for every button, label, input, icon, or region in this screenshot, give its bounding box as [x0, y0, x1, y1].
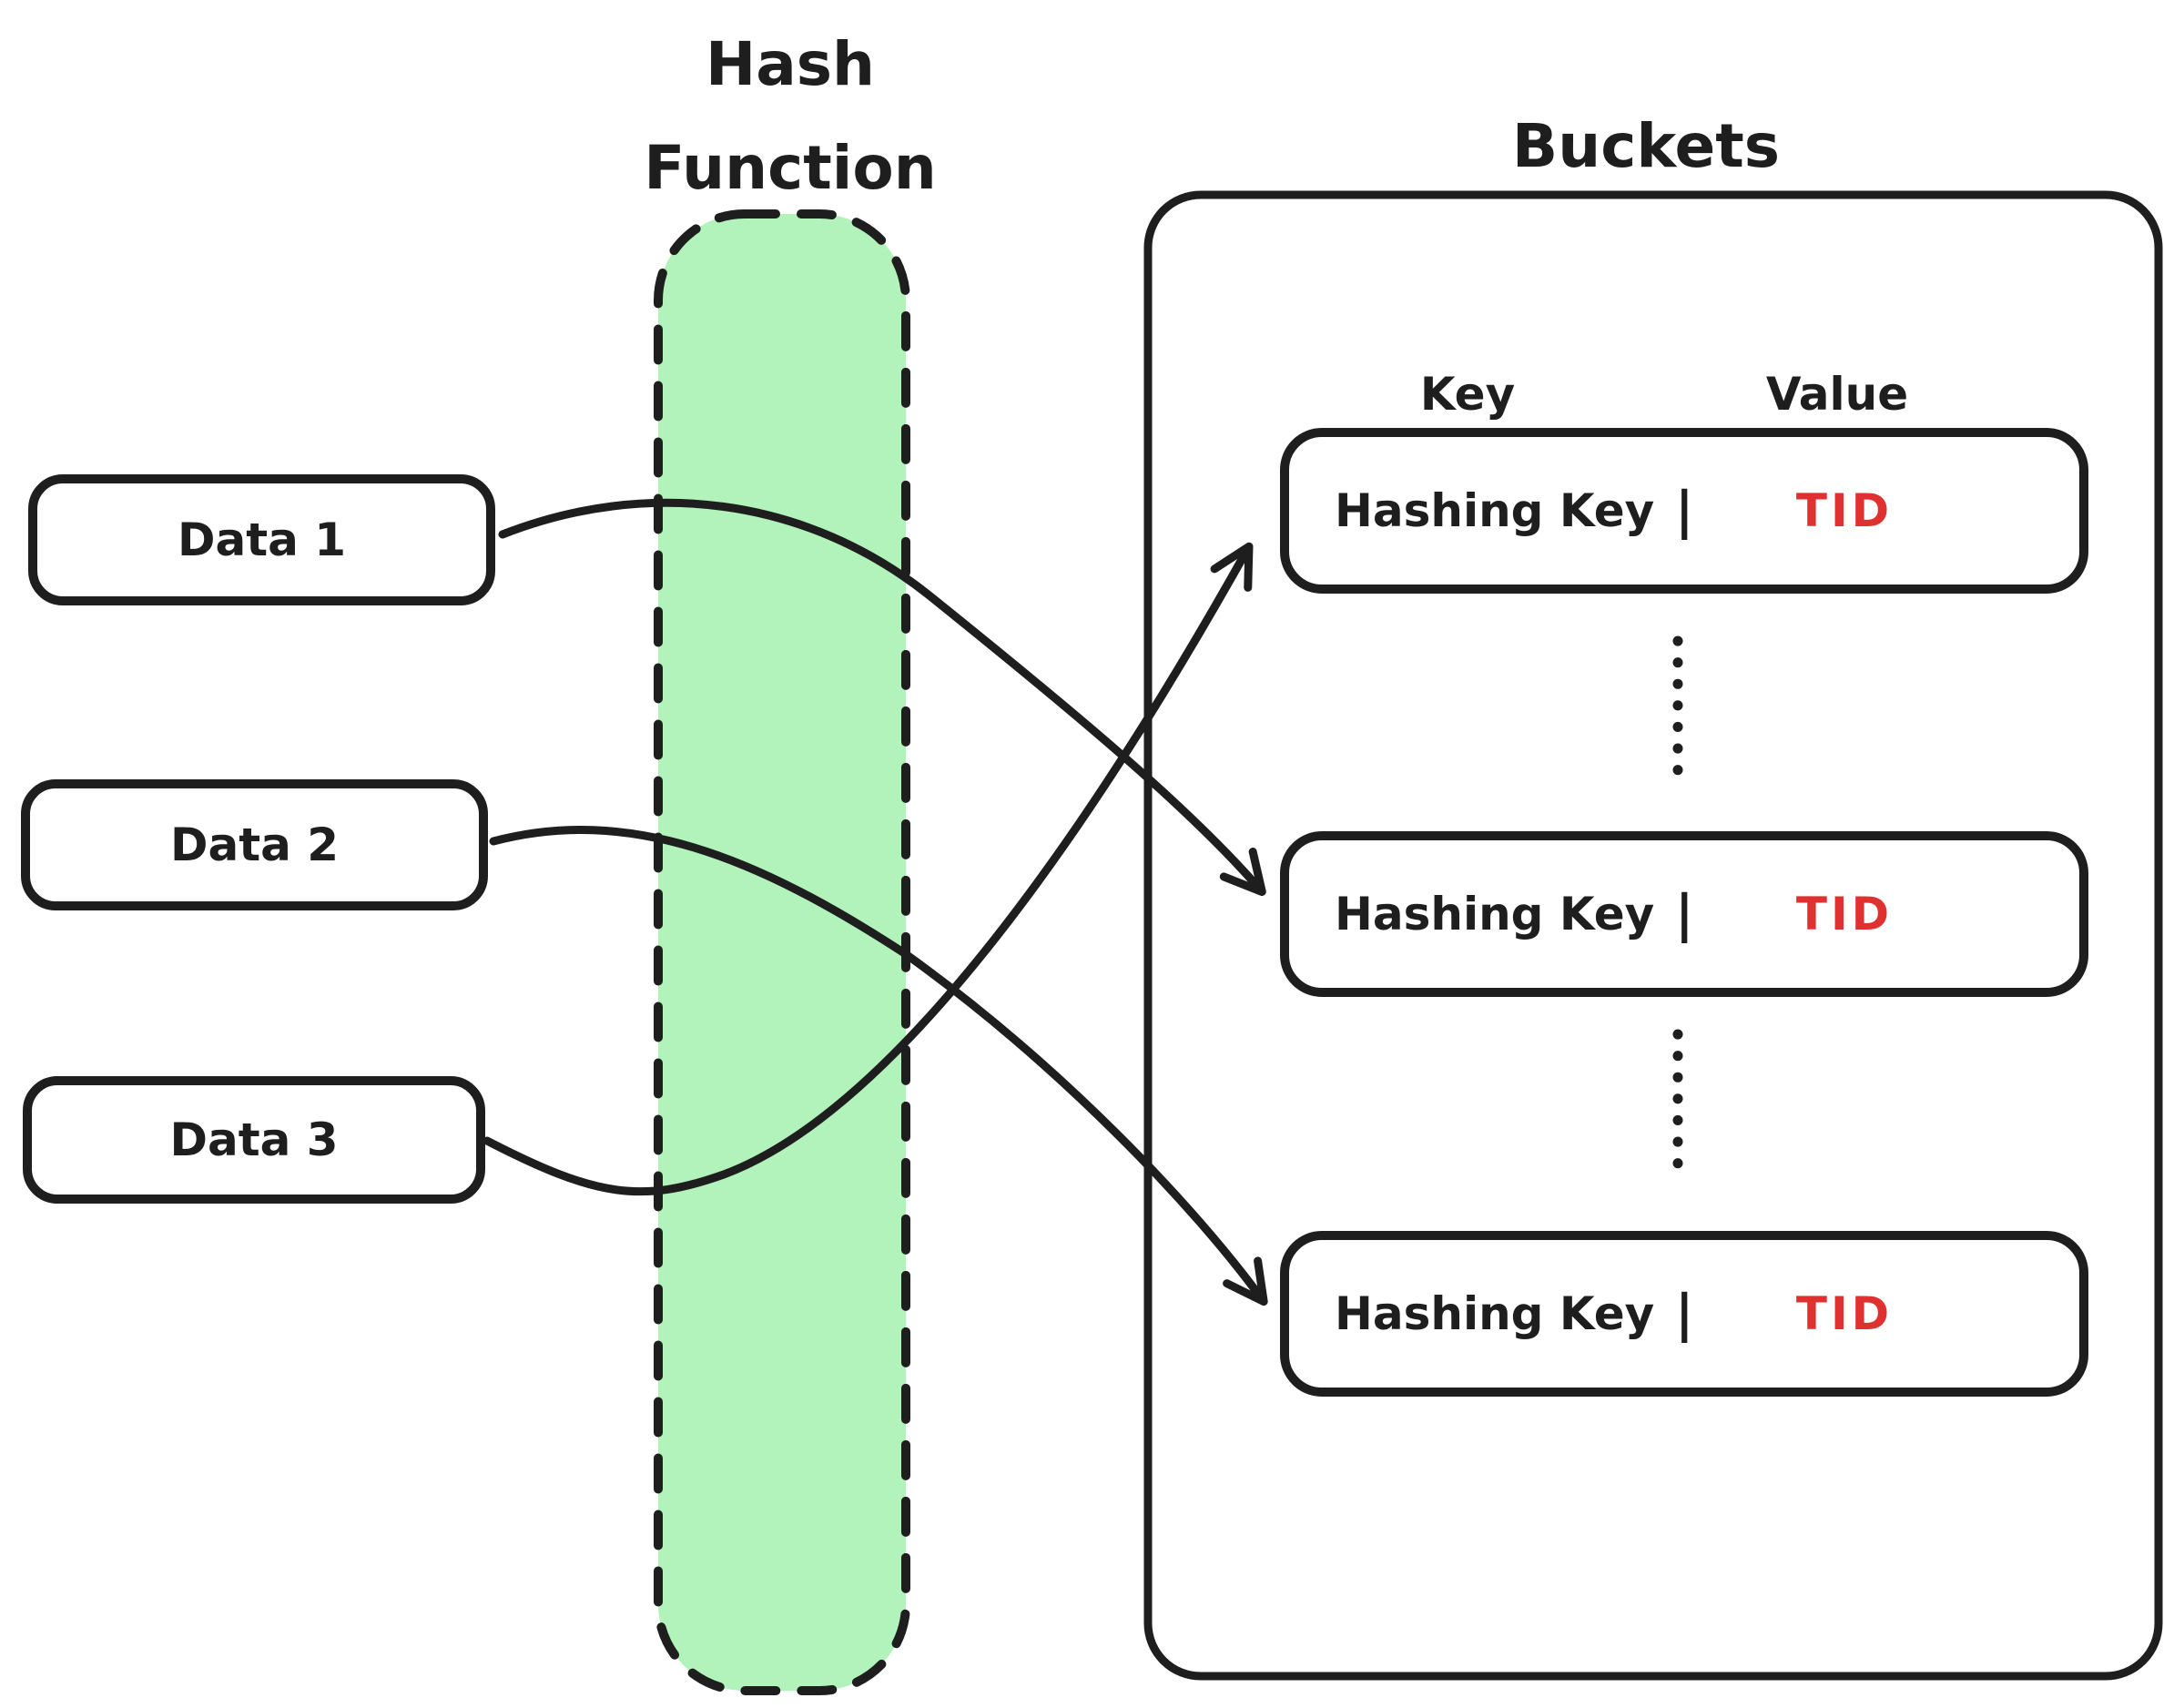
buckets-container [1143, 190, 2163, 1681]
bucket-row-3: Hashing Key | TID [1280, 1231, 2088, 1397]
hash-function-bar [654, 209, 910, 1695]
arrow-data2-to-bucket3 [489, 825, 1268, 1306]
arrow-data3-to-bucket1 [483, 542, 1254, 1196]
bucket-row-2: Hashing Key | TID [1280, 831, 2088, 997]
buckets-title: Buckets [1511, 111, 1781, 181]
bucket-row-2-value: TID [1795, 888, 1894, 940]
bucket-row-3-separator: | [1675, 1284, 1694, 1344]
data-box-2: Data 2 [21, 779, 488, 910]
data-box-3: Data 3 [23, 1076, 485, 1204]
bucket-row-2-separator: | [1675, 884, 1694, 944]
data-box-1: Data 1 [28, 474, 495, 605]
bucket-row-3-key: Hashing Key [1335, 1287, 1655, 1340]
hash-function-title-line1: Hash [705, 29, 876, 99]
bucket-row-2-key: Hashing Key [1335, 888, 1655, 940]
key-column-header: Key [1419, 368, 1516, 421]
bucket-row-1-value: TID [1795, 484, 1894, 537]
data-box-3-label: Data 3 [169, 1113, 339, 1166]
bucket-row-3-value: TID [1795, 1287, 1894, 1340]
arrow-data1-to-bucket2 [498, 498, 1266, 897]
data-box-2-label: Data 2 [169, 818, 340, 871]
data-box-1-label: Data 1 [177, 513, 347, 566]
bucket-row-1-separator: | [1675, 481, 1694, 541]
bucket-row-1: Hashing Key | TID [1280, 428, 2088, 594]
value-column-header: Value [1765, 368, 1909, 421]
bucket-row-1-key: Hashing Key [1335, 484, 1655, 537]
hash-function-title: Hash Function [563, 13, 1018, 220]
hash-function-title-line2: Function [644, 133, 937, 203]
